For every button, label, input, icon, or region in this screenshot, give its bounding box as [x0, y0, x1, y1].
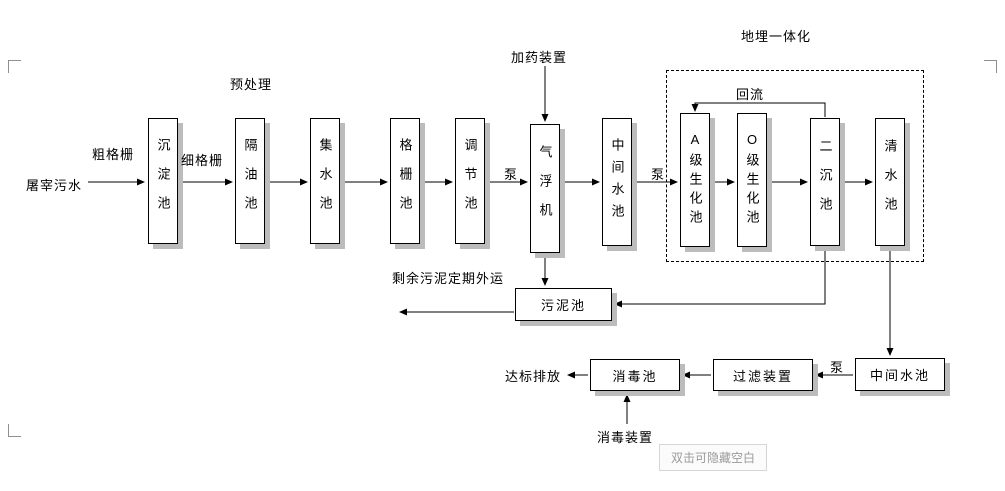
- label-coarse-screen: 粗格栅: [92, 147, 135, 162]
- tank-intermediate-upper-text: 中间水池: [609, 138, 625, 226]
- tank-intermediate-lower[interactable]: 中间水池: [855, 358, 945, 391]
- tank-oil-separation[interactable]: 隔油池: [235, 118, 265, 244]
- hide-blank-tooltip[interactable]: 双击可隐藏空白: [659, 444, 767, 471]
- label-buried-integrated: 地埋一体化: [741, 29, 812, 44]
- tank-a-biochemical-text: A级生化池: [687, 131, 703, 229]
- tank-disinfection[interactable]: 消毒池: [590, 359, 680, 391]
- label-fine-screen: 细格栅: [181, 153, 224, 168]
- tank-regulating-text: 调节池: [462, 137, 478, 225]
- tank-secondary-sedimentation-text: 二沉池: [817, 138, 833, 226]
- label-dosing-device: 加药装置: [511, 50, 568, 65]
- page-corner-top-left: [8, 60, 21, 73]
- tank-screen[interactable]: 格栅池: [390, 118, 420, 244]
- label-pump-3: 泵: [830, 360, 845, 375]
- label-source: 屠宰污水: [26, 178, 83, 193]
- tank-filter-device-text: 过滤装置: [732, 368, 793, 384]
- tank-clear-water-text: 清水池: [882, 138, 898, 226]
- label-disinfection-device: 消毒装置: [597, 430, 654, 445]
- tank-regulating[interactable]: 调节池: [455, 118, 485, 244]
- label-excess-sludge-note: 剩余污泥定期外运: [392, 271, 505, 286]
- tank-filter-device[interactable]: 过滤装置: [713, 359, 813, 391]
- label-pump-1: 泵: [504, 167, 519, 182]
- tank-collection-text: 集水池: [317, 137, 333, 225]
- tank-sedimentation-text: 沉淀池: [155, 137, 171, 225]
- tank-sludge-text: 污泥池: [540, 298, 586, 313]
- tank-clear-water[interactable]: 清水池: [875, 118, 905, 246]
- tank-o-biochemical-text: O级生化池: [744, 131, 760, 229]
- label-standard-discharge: 达标排放: [505, 369, 562, 384]
- tank-secondary-sedimentation[interactable]: 二沉池: [810, 118, 840, 246]
- tank-collection[interactable]: 集水池: [310, 118, 340, 244]
- label-reflux: 回流: [736, 87, 765, 102]
- tank-air-flotation[interactable]: 气浮机: [530, 124, 560, 253]
- page-corner-top-right: [984, 60, 997, 73]
- label-pretreatment: 预处理: [230, 77, 273, 92]
- tank-screen-text: 格栅池: [397, 137, 413, 225]
- page-corner-bottom-left: [8, 424, 21, 437]
- tank-intermediate-upper[interactable]: 中间水池: [602, 118, 632, 246]
- tank-a-biochemical[interactable]: A级生化池: [680, 113, 710, 247]
- tank-disinfection-text: 消毒池: [612, 368, 658, 384]
- tank-oil-separation-text: 隔油池: [242, 137, 258, 225]
- label-pump-2: 泵: [651, 167, 666, 182]
- tank-intermediate-lower-text: 中间水池: [869, 368, 930, 383]
- tank-o-biochemical[interactable]: O级生化池: [737, 113, 767, 247]
- tank-sludge[interactable]: 污泥池: [515, 288, 612, 321]
- hide-blank-tooltip-text: 双击可隐藏空白: [670, 451, 755, 465]
- tank-sedimentation[interactable]: 沉淀池: [148, 118, 178, 244]
- tank-air-flotation-text: 气浮机: [537, 145, 553, 232]
